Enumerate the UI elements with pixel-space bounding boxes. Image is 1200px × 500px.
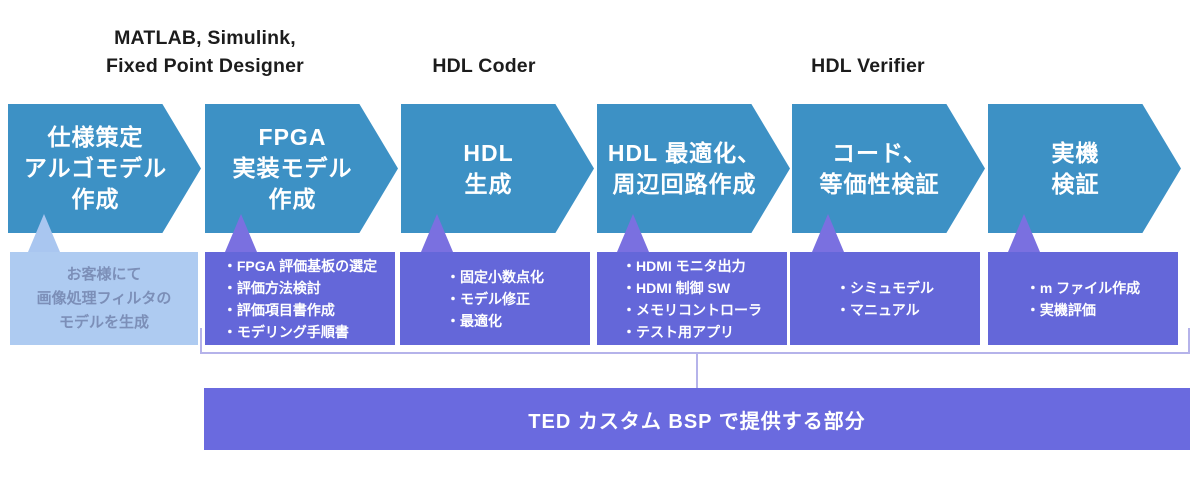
step-arrow-fpga-impl-model: FPGA 実装モデル 作成 [205,104,398,233]
step-arrow-hardware-verification: 実機 検証 [988,104,1181,233]
bracket-left-tick [200,328,202,354]
arrow-title-line: HDL 最適化、 [607,139,762,166]
tool-label-line: MATLAB, Simulink, [114,27,296,49]
tool-label-line: Fixed Point Designer [106,55,304,77]
arrow-title-line: 実装モデル [232,155,353,181]
bullet-dot: ・ [622,257,636,274]
note-box-hdl-generation: ・固定小数点化 ・モデル修正 ・最適化 [400,252,590,345]
bullet-dot: ・ [1025,279,1040,296]
pointer-triangle [812,214,844,252]
bracket-connector [696,352,698,389]
bracket-right-tick [1188,328,1190,354]
bullet-dot: ・ [222,323,237,340]
bullet-item: ・シミュモデル [836,279,934,296]
note-box-customer: お客様にて 画像処理フィルタの モデルを生成 [10,252,198,345]
arrow-title-line: 等価性検証 [819,170,940,197]
bullet-item: ・固定小数点化 [446,268,544,285]
arrow-title-line: アルゴモデル [23,155,168,181]
bullet-dot: ・ [622,323,636,340]
bullet-dot: ・ [446,312,460,329]
arrow-title-line: 仕様策定 [47,124,144,150]
bullet-item: ・モデル修正 [446,290,530,307]
tool-label-hdl-coder: HDL Coder [432,55,536,77]
arrow-title-line: コード、 [831,139,928,166]
pointer-triangle [225,214,257,252]
note-line: モデルを生成 [58,313,149,331]
bullet-dot: ・ [222,257,237,274]
note-box-fpga-impl-model: ・FPGA 評価基板の選定 ・評価方法検討 ・評価項目書作成 ・モデリング手順書 [205,252,395,345]
bullet-item: ・メモリコントローラ [622,301,762,318]
pointer-triangle [1008,214,1040,252]
tool-label-matlab-simulink: MATLAB, Simulink, Fixed Point Designer [70,24,340,80]
bullet-item: ・テスト用アプリ [622,323,734,340]
bullet-item: ・m ファイル作成 [1025,279,1141,296]
bullet-dot: ・ [446,290,460,307]
step-arrow-spec-algo-model: 仕様策定 アルゴモデル 作成 [8,104,201,233]
bullet-dot: ・ [446,268,460,285]
note-box-hdl-optimization: ・HDMI モニタ出力 ・HDMI 制御 SW ・メモリコントローラ ・テスト用… [597,252,787,345]
step-arrow-code-equivalence-verification: コード、 等価性検証 [792,104,985,233]
note-box-hardware-verification: ・m ファイル作成 ・実機評価 [988,252,1178,345]
arrow-title-line: 作成 [71,186,120,212]
bracket-line [200,352,1190,354]
step-arrow-hdl-generation: HDL 生成 [401,104,594,233]
bullet-item: ・評価項目書作成 [222,301,335,318]
arrow-title-line: FPGA [258,124,327,150]
arrow-title-line: 実機 [1051,139,1100,166]
bullet-item: ・実機評価 [1025,301,1096,318]
bullet-dot: ・ [222,301,237,318]
arrow-title-line: 生成 [464,170,513,197]
bullet-dot: ・ [222,279,237,296]
bullet-dot: ・ [622,301,636,318]
note-line: お客様にて [66,265,142,283]
arrow-title-line: HDL [463,139,514,166]
bullet-item: ・FPGA 評価基板の選定 [222,257,378,274]
note-line: 画像処理フィルタの [36,289,172,307]
pointer-triangle-customer [28,214,60,252]
bullet-dot: ・ [622,279,636,296]
arrow-title-line: 検証 [1051,170,1100,197]
bullet-item: ・最適化 [446,312,502,329]
bullet-item: ・評価方法検討 [222,279,321,296]
ted-custom-bsp-banner: TED カスタム BSP で提供する部分 [204,388,1190,450]
bullet-item: ・モデリング手順書 [222,323,349,340]
arrow-title-line: 周辺回路作成 [612,170,757,197]
pointer-triangle [421,214,453,252]
bullet-dot: ・ [1025,301,1040,318]
bullet-item: ・HDMI 制御 SW [622,279,731,296]
arrow-title-line: 作成 [268,186,317,212]
pointer-triangle [617,214,649,252]
bullet-item: ・マニュアル [836,301,920,318]
banner-label: TED カスタム BSP で提供する部分 [528,410,866,433]
step-arrow-hdl-optimization: HDL 最適化、 周辺回路作成 [597,104,790,233]
tool-label-hdl-verifier: HDL Verifier [811,55,925,77]
bullet-item: ・HDMI モニタ出力 [622,257,746,274]
bullet-dot: ・ [836,279,850,296]
bullet-dot: ・ [836,301,850,318]
note-box-code-equivalence: ・シミュモデル ・マニュアル [790,252,980,345]
